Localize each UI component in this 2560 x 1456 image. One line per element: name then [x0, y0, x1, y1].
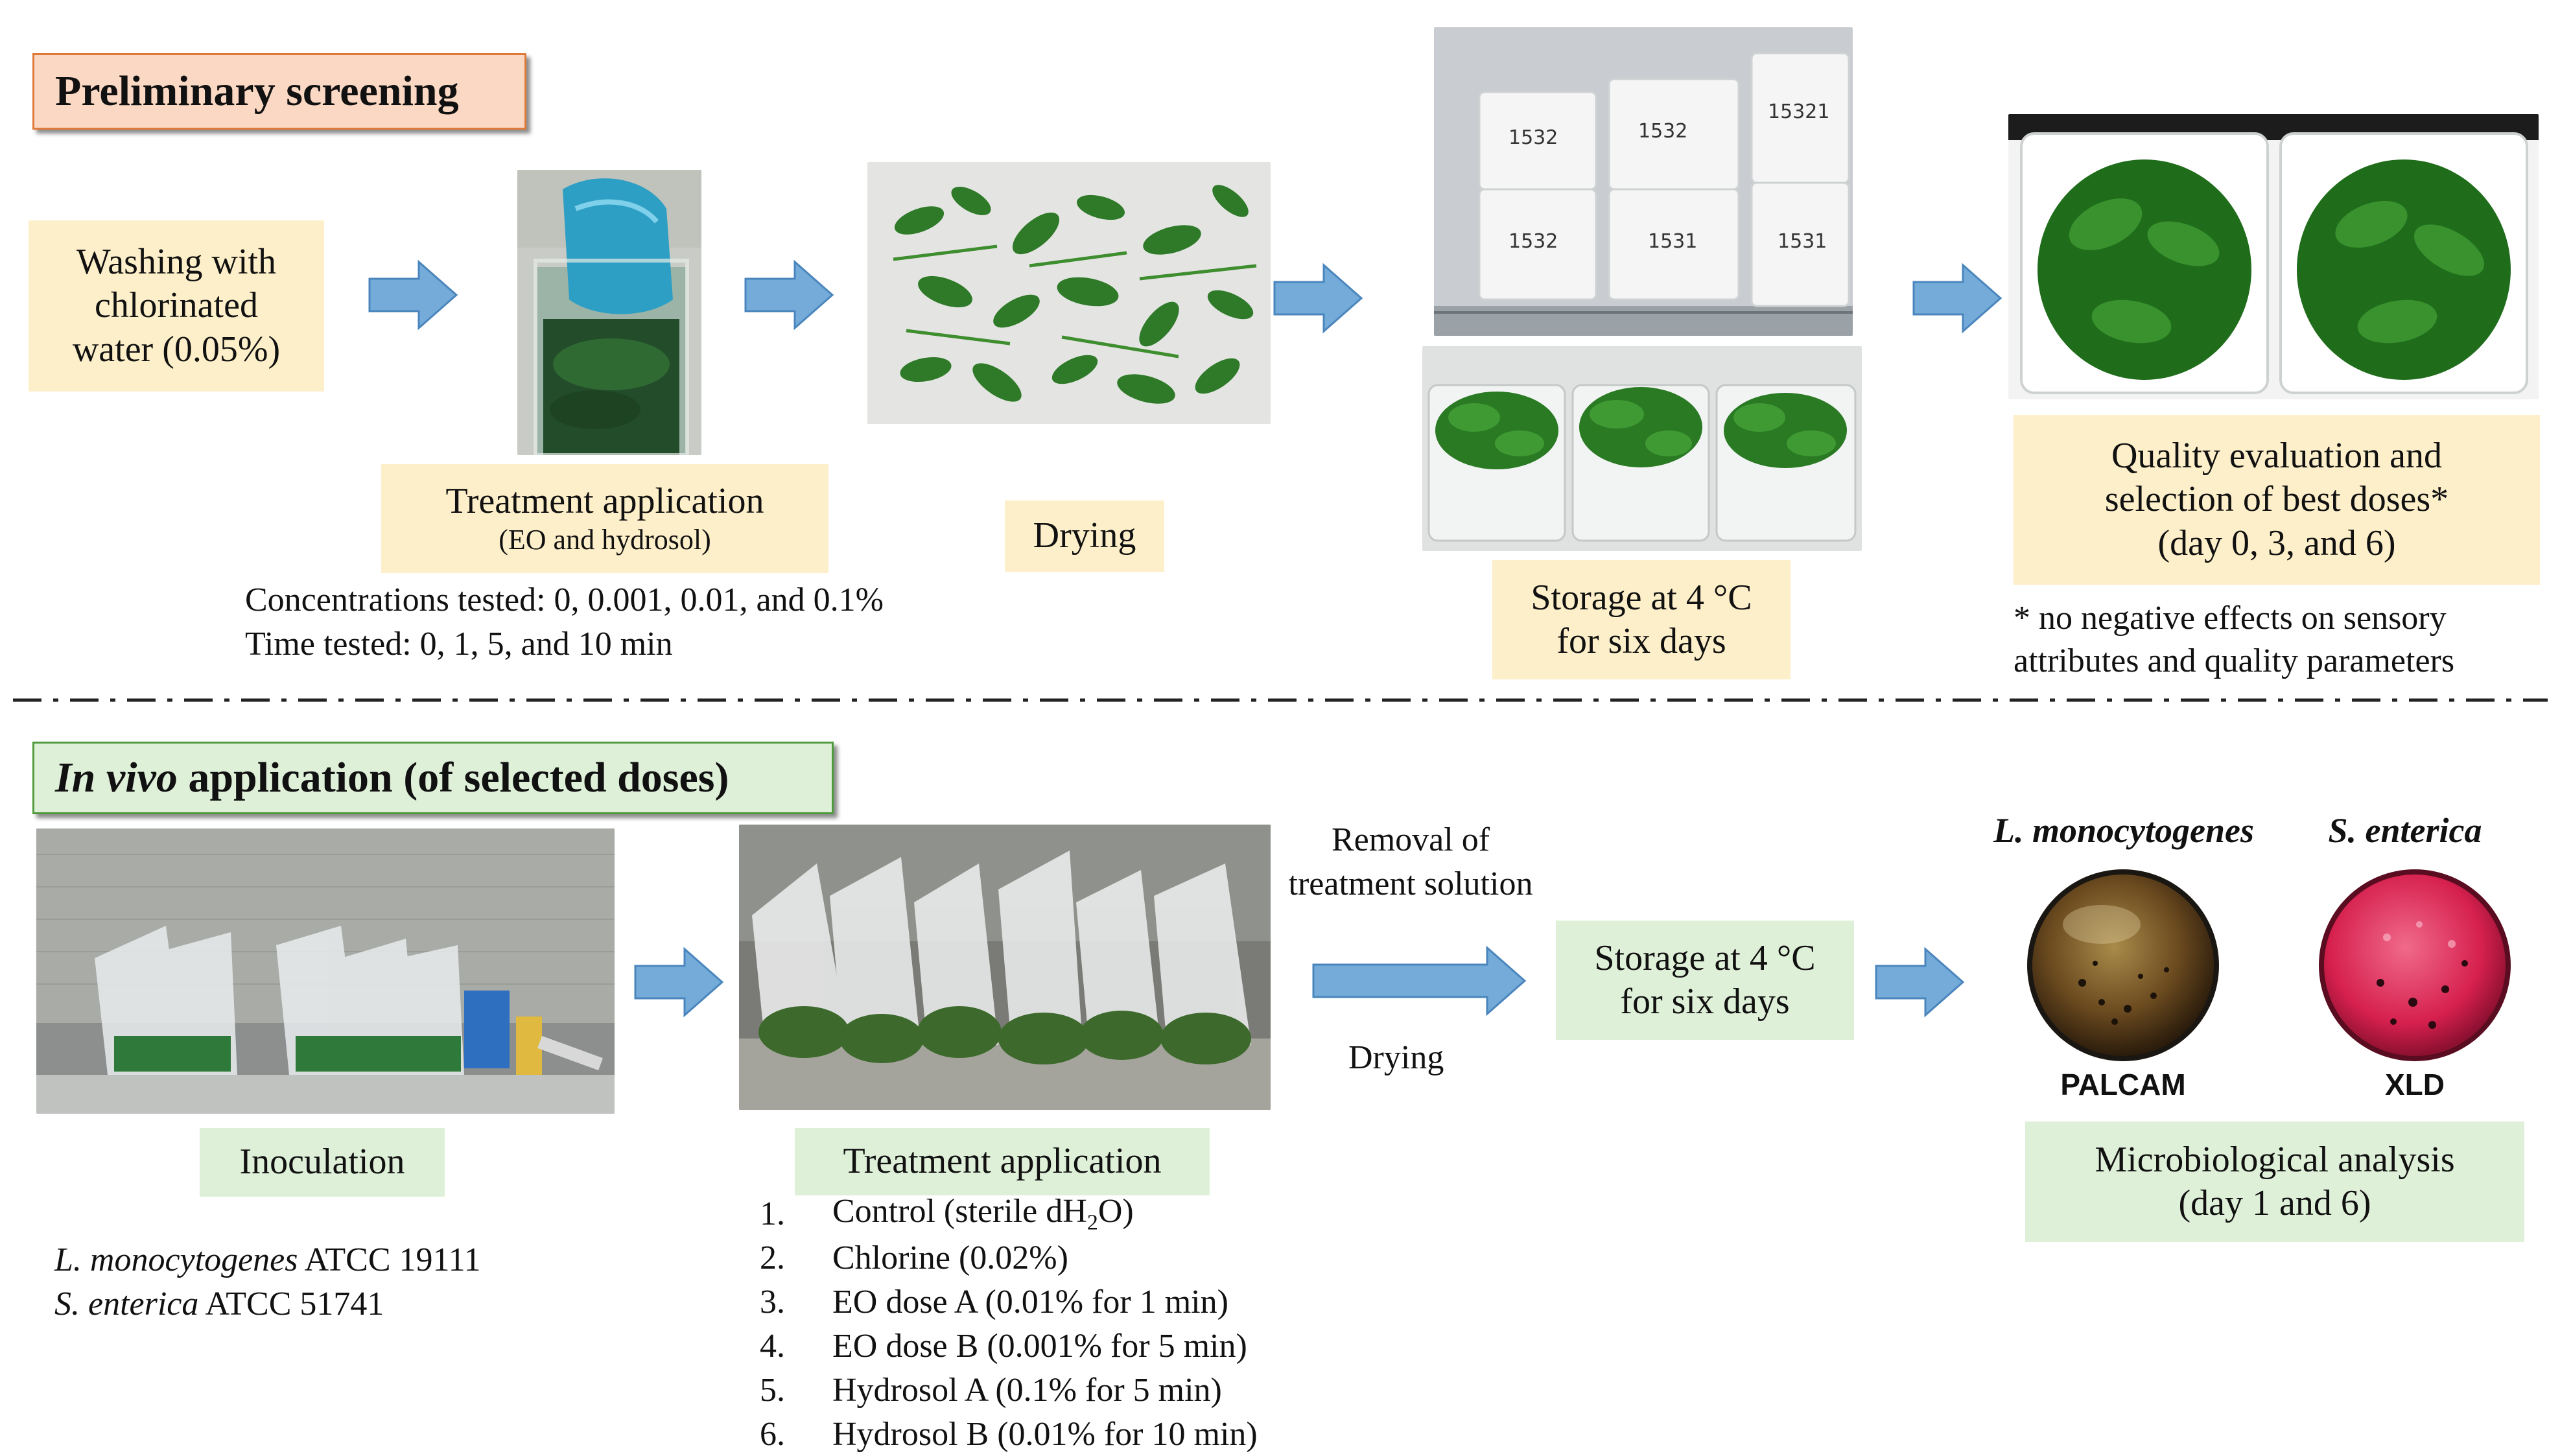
container-label: 1532 [1509, 126, 1558, 149]
quality-line-2: selection of best doses* [2104, 479, 2449, 520]
storage-containers-photo: 1532 1532 15321 1532 1531 1531 [1434, 27, 1853, 336]
treatment-beaker-photo [517, 170, 701, 455]
washing-line-1: Washing with [76, 242, 277, 283]
storage-invivo-line-1: Storage at 4 °C [1594, 937, 1816, 978]
list-item: 2. Chlorine (0.02%) [760, 1236, 1258, 1280]
treatment-application-box: Treatment application (EO and hydrosol) [381, 464, 828, 573]
treatment-invivo-label: Treatment application [843, 1141, 1162, 1182]
container-label: 1532 [1509, 230, 1558, 253]
list-item-number: 1. [760, 1195, 785, 1232]
micro-line-2: (day 1 and 6) [2178, 1183, 2371, 1223]
drying-label: Drying [1033, 515, 1136, 556]
section-divider [13, 698, 2548, 702]
storage-box-invivo: Storage at 4 °C for six days [1556, 921, 1854, 1040]
list-item-text: Hydrosol B (0.01% for 10 min) [832, 1415, 1258, 1453]
treatment-bags-photo [739, 825, 1271, 1110]
drying-label-box: Drying [1005, 500, 1164, 572]
list-item: 6. Hydrosol B (0.01% for 10 min) [760, 1412, 1258, 1456]
invivo-application-title: In vivo application (of selected doses) [32, 742, 834, 814]
species-label-listeria: L. monocytogenes [1993, 811, 2254, 850]
list-item: 1. Control (sterile dH2O) [760, 1192, 1258, 1236]
list-item-text: Control (sterile dH2O) [832, 1192, 1134, 1235]
arrow-right-icon [744, 259, 834, 331]
container-label: 15321 [1768, 100, 1829, 123]
quality-evaluation-box: Quality evaluation and selection of best… [2014, 415, 2540, 585]
species-label-salmonella: S. enterica [2328, 811, 2482, 850]
list-item-text: Hydrosol A (0.1% for 5 min) [832, 1371, 1222, 1409]
removal-label: Removal of treatment solution [1274, 818, 1547, 906]
microbiological-analysis-box: Microbiological analysis (day 1 and 6) [2025, 1121, 2524, 1242]
list-item-text: EO dose A (0.01% for 1 min) [832, 1283, 1228, 1321]
long-arrow-right-icon [1312, 945, 1527, 1016]
preliminary-screening-title: Preliminary screening [32, 53, 526, 130]
quality-basil-photo [2008, 114, 2539, 399]
container-label: 1531 [1778, 230, 1827, 253]
arrow-right-icon [1875, 946, 1965, 1018]
list-item-number: 5. [760, 1371, 785, 1409]
inoculation-photo [36, 828, 615, 1114]
footnote-line-1: * no negative effects on sensory [2014, 600, 2447, 637]
washing-line-3: water (0.05%) [72, 329, 281, 370]
arrow-right-icon [634, 946, 724, 1018]
medium-label-palcam: PALCAM [2060, 1068, 2186, 1101]
storage-basil-trays-photo [1422, 346, 1862, 551]
medium-label-xld: XLD [2385, 1068, 2445, 1101]
strain-2: S. enterica ATCC 51741 [54, 1282, 384, 1326]
inoculation-box: Inoculation [200, 1128, 445, 1197]
treatment-label: Treatment application [445, 481, 764, 521]
concentrations-note: Concentrations tested: 0, 0.001, 0.01, a… [245, 581, 884, 618]
drying-leaves-photo [867, 162, 1271, 424]
list-item-number: 3. [760, 1283, 785, 1321]
storage-line-1: Storage at 4 °C [1531, 577, 1752, 618]
time-note: Time tested: 0, 1, 5, and 10 min [245, 626, 673, 663]
storage-invivo-line-2: for six days [1620, 981, 1790, 1022]
quality-line-1: Quality evaluation and [2111, 436, 2443, 476]
xld-petri-dish-icon [2319, 869, 2511, 1061]
strain-1-code: ATCC 19111 [298, 1241, 481, 1278]
treatment-application-invivo-box: Treatment application [795, 1128, 1210, 1195]
palcam-petri-dish-icon [2027, 869, 2219, 1061]
arrow-right-icon [368, 259, 458, 331]
list-item-text: EO dose B (0.001% for 5 min) [832, 1327, 1247, 1365]
list-item: 4. EO dose B (0.001% for 5 min) [760, 1324, 1258, 1368]
storage-line-2: for six days [1556, 621, 1726, 661]
strain-1: L. monocytogenes ATCC 19111 [54, 1238, 481, 1282]
removal-line-2: treatment solution [1288, 865, 1533, 902]
treatment-sublabel: (EO and hydrosol) [499, 524, 711, 556]
strain-1-species: L. monocytogenes [54, 1241, 298, 1278]
invivo-title-italic: In vivo [55, 754, 178, 801]
list-item-number: 4. [760, 1327, 785, 1365]
list-item-text: Chlorine (0.02%) [832, 1239, 1068, 1276]
storage-box-preliminary: Storage at 4 °C for six days [1492, 560, 1791, 679]
list-item-number: 6. [760, 1415, 785, 1453]
container-label: 1531 [1648, 230, 1697, 253]
container-label: 1532 [1638, 120, 1687, 143]
list-item: 5. Hydrosol A (0.1% for 5 min) [760, 1368, 1258, 1412]
arrow-right-icon [1273, 263, 1363, 334]
washing-line-2: chlorinated [95, 285, 258, 326]
drying-invivo-label: Drying [1348, 1039, 1444, 1076]
list-item-number: 2. [760, 1239, 785, 1276]
quality-line-3: (day 0, 3, and 6) [2157, 523, 2396, 563]
removal-line-1: Removal of [1331, 821, 1490, 858]
strain-2-species: S. enterica [54, 1286, 199, 1322]
micro-line-1: Microbiological analysis [2095, 1139, 2455, 1180]
strain-2-code: ATCC 51741 [198, 1286, 384, 1322]
washing-step-box: Washing with chlorinated water (0.05%) [29, 220, 324, 392]
treatment-list: 1. Control (sterile dH2O) 2. Chlorine (0… [760, 1192, 1258, 1456]
invivo-title-rest: application (of selected doses) [177, 754, 729, 801]
list-item: 3. EO dose A (0.01% for 1 min) [760, 1280, 1258, 1324]
preliminary-title-text: Preliminary screening [55, 67, 459, 115]
arrow-right-icon [1912, 263, 2002, 334]
inoculation-label: Inoculation [239, 1142, 405, 1182]
footnote-line-2: attributes and quality parameters [2014, 642, 2455, 679]
